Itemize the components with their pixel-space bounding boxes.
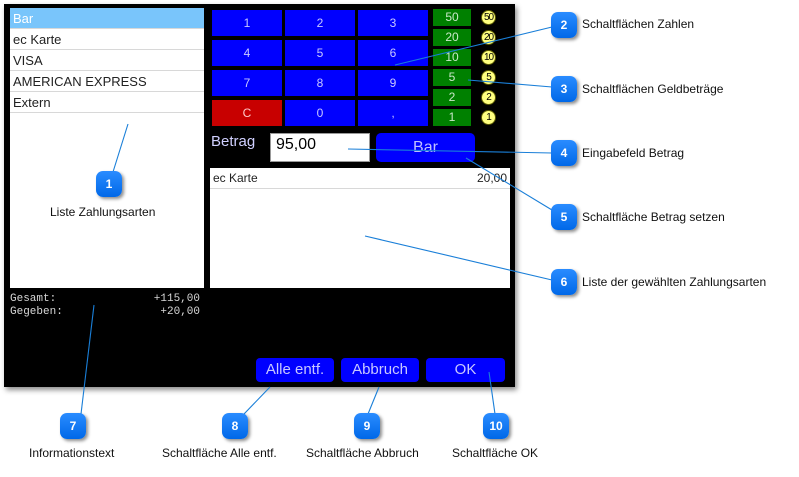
cancel-button[interactable]: Abbruch — [341, 358, 419, 382]
callout-badge-2: 2 — [551, 12, 577, 38]
set-amount-button[interactable]: Bar — [376, 133, 475, 162]
callout-badge-1: 1 — [96, 171, 122, 197]
callout-text-7: Informationstext — [29, 446, 115, 460]
coin-icon-5[interactable]: 5 — [481, 70, 496, 85]
key-1[interactable]: 1 — [212, 10, 282, 36]
coin-icon-1[interactable]: 1 — [481, 110, 496, 125]
money-button-10[interactable]: 10 — [433, 49, 471, 66]
callout-text-9: Schaltfläche Abbruch — [306, 446, 419, 460]
coin-icon-50[interactable]: 50 — [481, 10, 496, 25]
coin-icon-10[interactable]: 10 — [481, 50, 496, 65]
callout-text-8: Schaltfläche Alle entf. — [162, 446, 277, 460]
leader-line-8 — [243, 386, 271, 415]
callout-badge-5: 5 — [551, 204, 577, 230]
coin-icon-2[interactable]: 2 — [481, 90, 496, 105]
info-text: Gesamt: +115,00 Gegeben: +20,00 — [10, 293, 200, 319]
callout-badge-3: 3 — [551, 76, 577, 102]
amount-label: Betrag — [211, 133, 256, 150]
payment-type-item-ec-karte[interactable]: ec Karte — [10, 29, 204, 50]
ok-button[interactable]: OK — [426, 358, 505, 382]
callout-badge-7: 7 — [60, 413, 86, 439]
chosen-payment-type: ec Karte — [213, 171, 258, 185]
chosen-payments-list[interactable]: ec Karte 20,00 — [210, 168, 510, 288]
callout-badge-10: 10 — [483, 413, 509, 439]
money-button-5[interactable]: 5 — [433, 69, 471, 86]
coin-icon-20[interactable]: 20 — [481, 30, 496, 45]
payment-type-item-bar[interactable]: Bar — [10, 8, 204, 29]
callout-text-6: Liste der gewählten Zahlungsarten — [582, 275, 767, 289]
chosen-payment-row[interactable]: ec Karte 20,00 — [210, 168, 510, 189]
key-7[interactable]: 7 — [212, 70, 282, 96]
key-5[interactable]: 5 — [285, 40, 355, 66]
callout-text-10: Schaltfläche OK — [452, 446, 539, 460]
total-label: Gesamt: — [10, 293, 57, 305]
money-button-20[interactable]: 20 — [433, 29, 471, 46]
callout-badge-6: 6 — [551, 269, 577, 295]
money-button-2[interactable]: 2 — [433, 89, 471, 106]
key-0[interactable]: 0 — [285, 100, 355, 126]
callout-badge-8: 8 — [222, 413, 248, 439]
given-value: +20,00 — [160, 306, 200, 318]
key-2[interactable]: 2 — [285, 10, 355, 36]
payment-type-item-amex[interactable]: AMERICAN EXPRESS — [10, 71, 204, 92]
money-button-1[interactable]: 1 — [433, 109, 471, 126]
key-clear[interactable]: C — [212, 100, 282, 126]
total-value: +115,00 — [153, 293, 200, 305]
key-6[interactable]: 6 — [358, 40, 428, 66]
payment-type-item-extern[interactable]: Extern — [10, 92, 204, 113]
callout-text-4: Eingabefeld Betrag — [582, 146, 685, 160]
given-label: Gegeben: — [10, 306, 63, 318]
callout-badge-4: 4 — [551, 140, 577, 166]
key-9[interactable]: 9 — [358, 70, 428, 96]
callout-text-5: Schaltfläche Betrag setzen — [582, 210, 725, 224]
amount-input[interactable]: 95,00 — [270, 133, 370, 162]
leader-line-9 — [367, 386, 380, 415]
payment-type-item-visa[interactable]: VISA — [10, 50, 204, 71]
callout-badge-9: 9 — [354, 413, 380, 439]
callout-text-3: Schaltflächen Geldbeträge — [582, 82, 724, 96]
money-button-50[interactable]: 50 — [433, 9, 471, 26]
remove-all-button[interactable]: Alle entf. — [256, 358, 334, 382]
key-comma[interactable]: , — [358, 100, 428, 126]
chosen-payment-amount: 20,00 — [476, 171, 507, 185]
key-3[interactable]: 3 — [358, 10, 428, 36]
callout-text-1: Liste Zahlungsarten — [50, 205, 156, 219]
key-4[interactable]: 4 — [212, 40, 282, 66]
key-8[interactable]: 8 — [285, 70, 355, 96]
callout-text-2: Schaltflächen Zahlen — [582, 17, 695, 31]
payment-type-list[interactable]: Bar ec Karte VISA AMERICAN EXPRESS Exter… — [10, 8, 204, 288]
